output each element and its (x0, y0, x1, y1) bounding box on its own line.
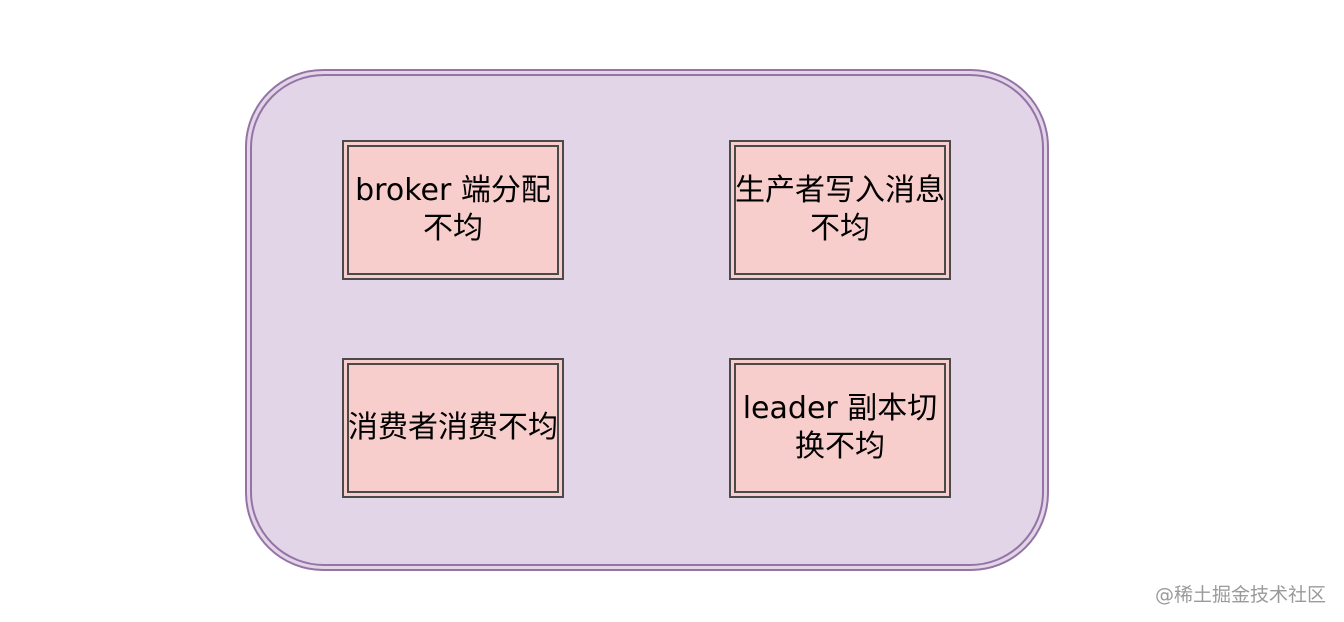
box-label: 消费者消费不均 (348, 410, 558, 445)
box-label: leader 副本切换不均 (742, 391, 938, 464)
box-label: 生产者写入消息不均 (735, 173, 945, 246)
watermark: @稀土掘金技术社区 (1154, 584, 1326, 606)
box-producer-imbalance: 生产者写入消息不均 (729, 140, 951, 280)
box-broker-imbalance: broker 端分配不均 (342, 140, 564, 280)
box-consumer-imbalance: 消费者消费不均 (342, 358, 564, 498)
box-label: broker 端分配不均 (355, 173, 551, 246)
box-leader-switch-imbalance: leader 副本切换不均 (729, 358, 951, 498)
